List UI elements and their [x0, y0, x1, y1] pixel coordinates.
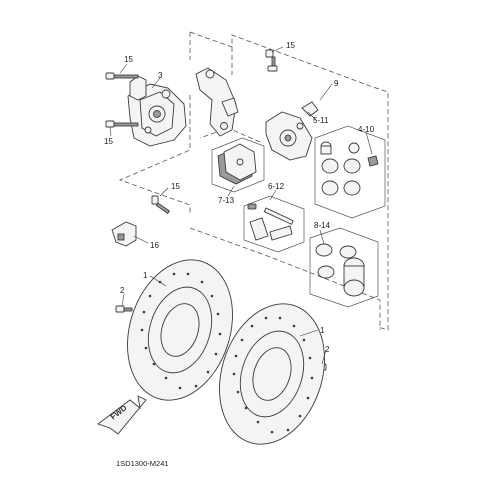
- callout-labels: 15 15 15 15 3 9 5-11 4-10 7-13 6-12 8-14…: [104, 41, 375, 354]
- callout-16: 16: [150, 241, 159, 250]
- right-caliper-bracket: [195, 67, 239, 137]
- brake-pad-kit: [217, 143, 257, 185]
- leader-lines: [109, 46, 373, 365]
- piston-kit-parts: [315, 243, 365, 297]
- callout-6-12: 6-12: [268, 182, 285, 191]
- bolt-15-top: [265, 49, 278, 72]
- piston-kit-box: [309, 227, 379, 308]
- callout-8-14: 8-14: [314, 221, 331, 230]
- bolt-15-middle: [151, 195, 171, 215]
- disc-screw-2-left: [115, 305, 133, 313]
- bolt-15-left-upper: [105, 72, 139, 80]
- bracket-clip-16: [111, 221, 137, 247]
- callout-3: 3: [158, 71, 163, 80]
- callout-15-middle: 15: [171, 182, 180, 191]
- pad-pin-kit: [247, 203, 294, 241]
- pad-kit-box: [211, 137, 265, 193]
- seal-kit-parts: [320, 141, 379, 196]
- callout-9: 9: [334, 79, 339, 88]
- callout-2-right: 2: [325, 345, 330, 354]
- callout-15-lower-left: 15: [104, 137, 113, 146]
- callout-15-top: 15: [286, 41, 295, 50]
- callout-2-left: 2: [120, 286, 125, 295]
- brake-disc-right: [219, 303, 325, 445]
- pin-kit-box: [243, 195, 305, 253]
- diagram-code: 1SD1300-M241: [116, 459, 169, 468]
- callout-5-11: 5-11: [313, 116, 329, 125]
- callout-15-upper-left: 15: [124, 55, 133, 64]
- callout-7-13: 7-13: [218, 196, 235, 205]
- callout-1-right: 1: [320, 326, 325, 335]
- left-brake-caliper: [127, 75, 187, 147]
- brake-disc-left: [127, 259, 233, 401]
- right-brake-caliper: [265, 101, 319, 161]
- seal-kit-box: [314, 125, 386, 219]
- callout-1-left: 1: [143, 271, 148, 280]
- fwd-arrow: FWD: [97, 395, 147, 435]
- callout-4-10: 4-10: [358, 125, 375, 134]
